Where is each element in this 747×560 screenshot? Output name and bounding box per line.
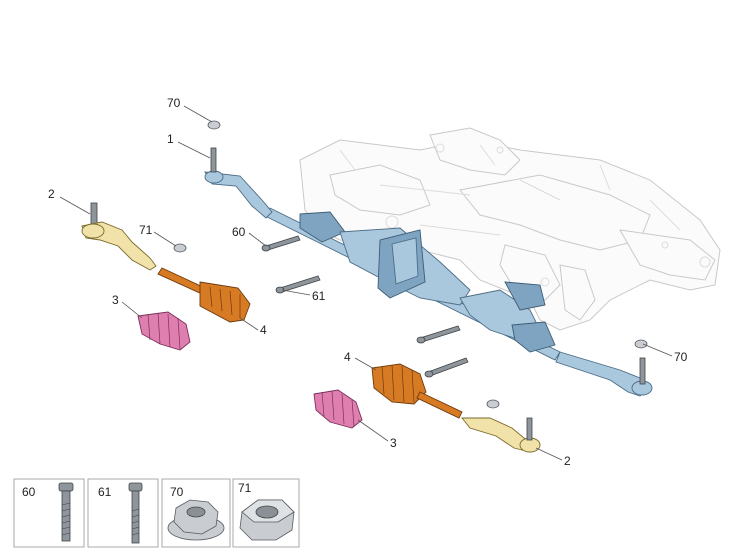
nut-70-right	[634, 339, 648, 349]
bolt-60-right	[416, 325, 461, 344]
right-inner-tie-rod	[371, 363, 463, 419]
nut-70-upper	[207, 120, 221, 130]
hex-nut-71-icon	[239, 499, 295, 541]
callout-4-right: 4	[344, 350, 351, 364]
callout-70-top: 70	[167, 96, 181, 110]
callout-2-right: 2	[564, 454, 571, 468]
callout-3-right: 3	[390, 436, 397, 450]
leader-lines	[59, 105, 673, 461]
callout-3-left: 3	[112, 293, 119, 307]
nut-71-right	[486, 399, 500, 409]
callouts: 70 1 2 71 60 3 61 4 4 70 3 2	[48, 96, 688, 468]
left-boot	[137, 311, 191, 351]
callout-60: 60	[232, 225, 246, 239]
bolt-61-icon	[128, 482, 143, 544]
legend-label-61: 61	[98, 485, 112, 499]
legend-label-60: 60	[22, 485, 36, 499]
callout-61: 61	[312, 289, 326, 303]
fastener-legend: 60 61 70	[13, 478, 300, 548]
bolt-60-icon	[58, 482, 74, 542]
legend-box-71: 71	[232, 478, 300, 548]
left-outer-tie-rod-end	[81, 202, 157, 271]
nut-71	[173, 243, 187, 253]
right-boot	[313, 389, 363, 429]
left-inner-tie-rod	[157, 267, 251, 323]
steering-rack-assembly	[204, 147, 653, 397]
callout-71: 71	[139, 223, 153, 237]
bolt-61-right	[424, 357, 469, 378]
bolt-60	[261, 235, 301, 252]
legend-box-60: 60	[13, 478, 85, 548]
legend-box-61: 61	[87, 478, 159, 548]
callout-4-left: 4	[260, 323, 267, 337]
flange-nut-70-icon	[167, 499, 225, 541]
legend-box-70: 70	[161, 478, 231, 548]
bolt-61	[275, 275, 321, 294]
callout-2-left: 2	[48, 187, 55, 201]
legend-label-70: 70	[170, 485, 184, 499]
legend-label-71: 71	[238, 481, 252, 495]
callout-1: 1	[167, 132, 174, 146]
right-outer-tie-rod-end	[461, 417, 541, 453]
callout-70-right: 70	[674, 350, 688, 364]
